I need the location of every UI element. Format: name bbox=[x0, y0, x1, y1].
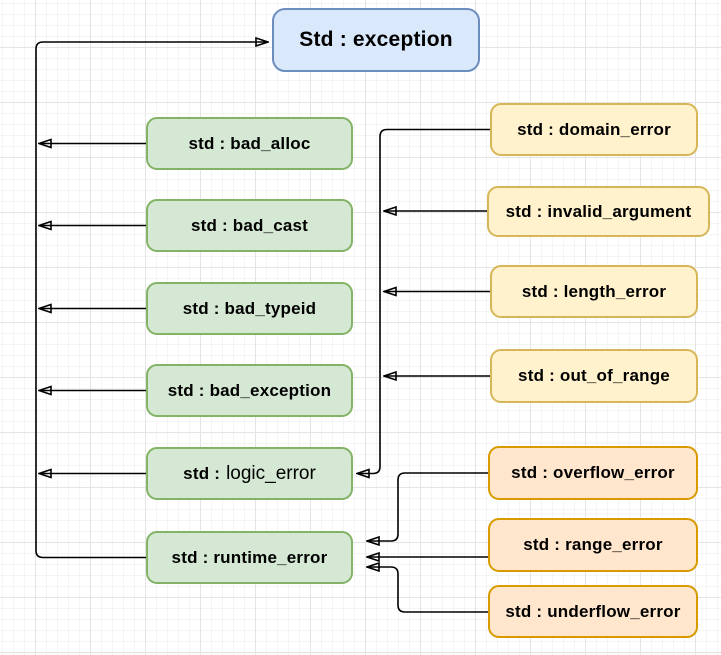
node-runtime-error-label: std : runtime_error bbox=[171, 547, 328, 567]
node-domain-error-label: std : domain_error bbox=[517, 119, 671, 139]
node-length-error-label: std : length_error bbox=[521, 281, 667, 301]
node-domain-error: std : domain_error bbox=[490, 103, 698, 156]
node-underflow-error: std : underflow_error bbox=[488, 585, 698, 638]
node-invalid-argument-label: std : invalid_argument bbox=[505, 201, 692, 221]
node-bad-cast: std : bad_cast bbox=[146, 199, 353, 252]
node-out-of-range: std : out_of_range bbox=[490, 349, 698, 403]
node-range-error: std : range_error bbox=[488, 518, 698, 572]
node-runtime-error: std : runtime_error bbox=[146, 531, 353, 584]
node-overflow-error-label: std : overflow_error bbox=[511, 463, 675, 482]
node-bad-alloc-label: std : bad_alloc bbox=[188, 133, 311, 153]
node-range-error-label: std : range_error bbox=[523, 535, 663, 554]
node-std-exception-label: Std : exception bbox=[299, 28, 453, 51]
node-bad-exception-label: std : bad_exception bbox=[167, 380, 332, 400]
node-bad-exception: std : bad_exception bbox=[146, 364, 353, 417]
node-logic-error: std : logic_error bbox=[146, 447, 353, 500]
edge-overflow-error-to-runtime-error bbox=[367, 472, 488, 541]
edge-domain-error-to-logic-error bbox=[357, 128, 490, 474]
node-bad-typeid-label: std : bad_typeid bbox=[182, 298, 317, 318]
node-std-exception: Std : exception bbox=[272, 8, 480, 72]
node-length-error: std : length_error bbox=[490, 265, 698, 318]
node-bad-alloc: std : bad_alloc bbox=[146, 117, 353, 170]
node-logic-error-label-name: logic_error bbox=[226, 462, 316, 484]
node-invalid-argument: std : invalid_argument bbox=[487, 186, 710, 237]
node-logic-error-label-prefix: std : bbox=[183, 463, 221, 483]
node-underflow-error-label: std : underflow_error bbox=[505, 601, 681, 621]
node-overflow-error: std : overflow_error bbox=[488, 446, 698, 500]
edge-underflow-error-to-runtime-error bbox=[367, 567, 488, 613]
node-bad-typeid: std : bad_typeid bbox=[146, 282, 353, 335]
node-bad-cast-label: std : bad_cast bbox=[190, 215, 309, 235]
node-out-of-range-label: std : out_of_range bbox=[518, 366, 670, 385]
